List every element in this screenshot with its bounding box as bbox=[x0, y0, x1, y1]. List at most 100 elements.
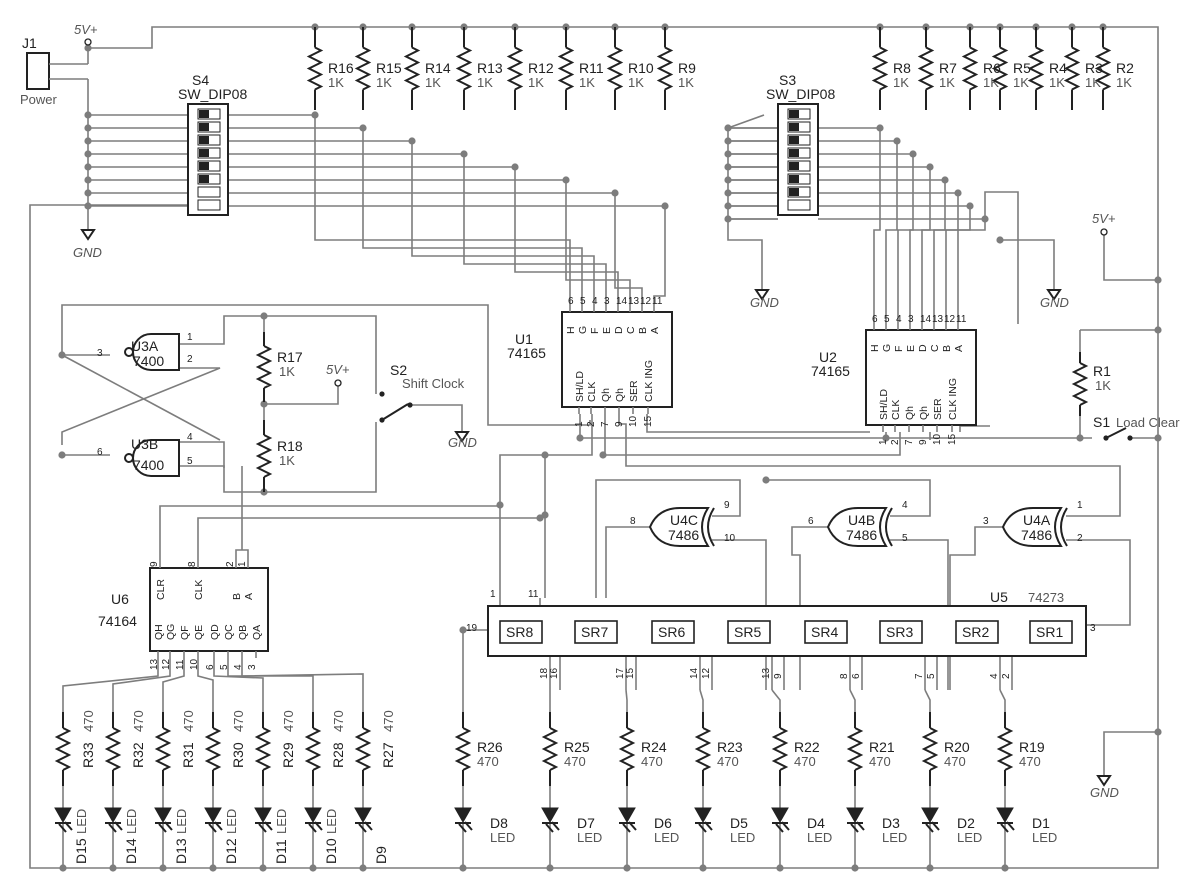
clk-bus bbox=[499, 414, 593, 598]
sr-cell bbox=[804, 620, 848, 644]
nand-bubble bbox=[124, 347, 134, 357]
resistor-ref: R22 bbox=[794, 739, 820, 755]
u2-cin bbox=[959, 425, 990, 432]
resistor-value: 470 bbox=[869, 754, 891, 769]
pullup-resistor-r5 bbox=[991, 27, 1009, 110]
led-ref: D4 bbox=[807, 815, 825, 831]
led-type: LED bbox=[654, 830, 679, 845]
resistor-value: 470 bbox=[131, 710, 146, 732]
junction-dot bbox=[876, 124, 884, 132]
junction-dot bbox=[762, 476, 770, 484]
u6-led-trace bbox=[112, 658, 171, 712]
pin-label: A bbox=[649, 327, 661, 334]
resistor-ref: R27 bbox=[380, 742, 396, 768]
led-ref: D7 bbox=[577, 815, 595, 831]
pin-number: 2 bbox=[1001, 673, 1012, 679]
u4b-in1 bbox=[766, 479, 931, 517]
pin-number: 4 bbox=[902, 500, 908, 511]
junction-dot bbox=[84, 150, 92, 158]
led-arrow bbox=[464, 821, 473, 831]
junction-dot bbox=[259, 864, 267, 872]
pin-number: 14 bbox=[616, 296, 628, 307]
u5-led-trace bbox=[771, 689, 781, 712]
resistor-zigzag bbox=[506, 46, 524, 91]
resistor-zigzag bbox=[306, 46, 324, 91]
pin-number: 12 bbox=[640, 296, 652, 307]
xor-arc bbox=[1060, 507, 1068, 547]
gate-part: 7400 bbox=[133, 457, 164, 473]
pin-label: SH/LD bbox=[878, 389, 890, 420]
resistor-ref: R1 bbox=[1093, 363, 1111, 379]
resistor-ref: R17 bbox=[277, 349, 303, 365]
resistor-value: 1K bbox=[579, 75, 595, 90]
gate-ref: U3A bbox=[131, 338, 159, 354]
pin-label: A bbox=[953, 345, 965, 352]
led-triangle bbox=[921, 807, 939, 824]
u6-led-trace bbox=[213, 658, 264, 712]
resistor-zigzag bbox=[771, 727, 789, 771]
resistor-zigzag bbox=[656, 46, 674, 91]
junction-dot bbox=[459, 864, 467, 872]
resistor-ref: R31 bbox=[180, 742, 196, 768]
led-arrow bbox=[314, 821, 323, 831]
resistor-value: 1K bbox=[1013, 75, 1029, 90]
resistor-zigzag bbox=[104, 727, 122, 771]
led-ref: D14 bbox=[123, 838, 139, 864]
resistor-zigzag bbox=[403, 46, 421, 91]
junction-dot bbox=[359, 124, 367, 132]
gate-ref: U4C bbox=[670, 512, 698, 528]
junction-dot bbox=[893, 137, 901, 145]
junction-dot bbox=[84, 44, 92, 52]
pin-number: 6 bbox=[808, 516, 814, 527]
pin-number: 10 bbox=[189, 658, 200, 670]
sr-label: SR1 bbox=[1036, 624, 1063, 640]
led-triangle bbox=[454, 807, 472, 824]
pin-label: G bbox=[881, 344, 893, 352]
pin-label: SER bbox=[628, 380, 640, 402]
led-type: LED bbox=[174, 809, 189, 834]
led-arrow bbox=[1006, 821, 1015, 831]
u3b-in2 bbox=[179, 424, 377, 493]
led-resistor-r21 bbox=[846, 712, 864, 786]
sr-label: SR6 bbox=[658, 624, 685, 640]
pin-number: 6 bbox=[872, 314, 878, 325]
u2-input-trace bbox=[897, 154, 914, 324]
vcc-terminal bbox=[1100, 228, 1108, 236]
ground-s2 bbox=[454, 424, 470, 443]
resistor-value: 470 bbox=[381, 710, 396, 732]
pullup-resistor-r8 bbox=[871, 27, 889, 110]
resistor-zigzag bbox=[557, 46, 575, 91]
junction-dot bbox=[84, 163, 92, 171]
pullup-resistor-r13 bbox=[455, 27, 473, 110]
resistor-ref: R11 bbox=[579, 60, 604, 76]
dip-lever bbox=[199, 149, 209, 157]
pin-number: 4 bbox=[989, 673, 1000, 679]
nand-bubble bbox=[124, 453, 134, 463]
connector-ref: J1 bbox=[22, 35, 37, 51]
led-triangle bbox=[54, 807, 72, 824]
junction-dot bbox=[882, 434, 890, 442]
led-resistor-r29 bbox=[254, 712, 272, 786]
vcc-label: 5V+ bbox=[1092, 211, 1116, 226]
pin-number: 5 bbox=[902, 533, 908, 544]
u3a-in1 bbox=[179, 315, 377, 388]
junction-dot bbox=[84, 137, 92, 145]
u4b-out bbox=[791, 526, 828, 690]
debounce-resistor-r17 bbox=[255, 332, 273, 402]
resistor-zigzag bbox=[454, 727, 472, 771]
pin-number: 5 bbox=[884, 314, 890, 325]
resistor-value: 1K bbox=[893, 75, 909, 90]
led-type: LED bbox=[490, 830, 515, 845]
led-arrow bbox=[208, 823, 217, 833]
led-triangle bbox=[996, 807, 1014, 824]
resistor-value: 1K bbox=[328, 75, 344, 90]
pin-number: 2 bbox=[187, 354, 193, 365]
u1-input-trace bbox=[411, 141, 595, 306]
pin-label: SER bbox=[932, 398, 944, 420]
pin-label: C bbox=[625, 326, 637, 334]
vcc-symbol-j1 bbox=[84, 38, 92, 46]
switch-gnd bbox=[410, 404, 463, 424]
resistor-zigzag bbox=[154, 727, 172, 771]
